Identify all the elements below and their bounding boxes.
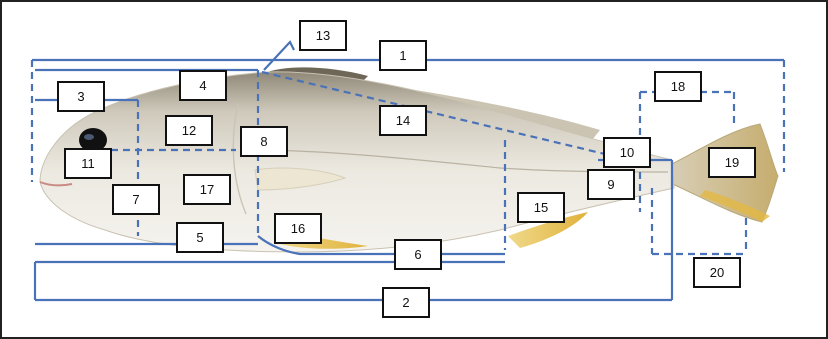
measure-line-13 bbox=[264, 42, 294, 70]
label-box-18: 18 bbox=[655, 72, 701, 101]
svg-text:2: 2 bbox=[402, 295, 409, 310]
svg-text:1: 1 bbox=[399, 48, 406, 63]
svg-text:14: 14 bbox=[396, 113, 410, 128]
label-box-17: 17 bbox=[184, 175, 230, 204]
label-box-20: 20 bbox=[694, 258, 740, 287]
label-box-7: 7 bbox=[113, 185, 159, 214]
svg-text:16: 16 bbox=[291, 221, 305, 236]
svg-text:19: 19 bbox=[725, 155, 739, 170]
fish-body bbox=[40, 72, 674, 252]
svg-text:15: 15 bbox=[534, 200, 548, 215]
svg-text:18: 18 bbox=[671, 79, 685, 94]
svg-text:9: 9 bbox=[607, 177, 614, 192]
svg-text:4: 4 bbox=[199, 78, 206, 93]
svg-text:6: 6 bbox=[414, 247, 421, 262]
label-box-19: 19 bbox=[709, 148, 755, 177]
svg-text:11: 11 bbox=[81, 156, 95, 171]
svg-text:8: 8 bbox=[260, 134, 267, 149]
label-box-3: 3 bbox=[58, 82, 104, 111]
label-box-4: 4 bbox=[180, 71, 226, 100]
label-box-9: 9 bbox=[588, 170, 634, 199]
label-box-11: 11 bbox=[65, 149, 111, 178]
label-box-2: 2 bbox=[383, 288, 429, 317]
label-box-14: 14 bbox=[380, 106, 426, 135]
svg-text:3: 3 bbox=[77, 89, 84, 104]
label-box-8: 8 bbox=[241, 127, 287, 156]
svg-text:12: 12 bbox=[182, 123, 196, 138]
label-box-10: 10 bbox=[604, 138, 650, 167]
svg-text:5: 5 bbox=[196, 230, 203, 245]
label-box-1: 1 bbox=[380, 41, 426, 70]
svg-text:20: 20 bbox=[710, 265, 724, 280]
label-box-15: 15 bbox=[518, 193, 564, 222]
svg-text:13: 13 bbox=[316, 28, 330, 43]
svg-text:7: 7 bbox=[132, 192, 139, 207]
label-box-6: 6 bbox=[395, 240, 441, 269]
svg-text:17: 17 bbox=[200, 182, 214, 197]
label-box-12: 12 bbox=[166, 116, 212, 145]
label-box-13: 13 bbox=[300, 21, 346, 50]
label-box-16: 16 bbox=[275, 214, 321, 243]
label-box-5: 5 bbox=[177, 223, 223, 252]
svg-text:10: 10 bbox=[620, 145, 634, 160]
